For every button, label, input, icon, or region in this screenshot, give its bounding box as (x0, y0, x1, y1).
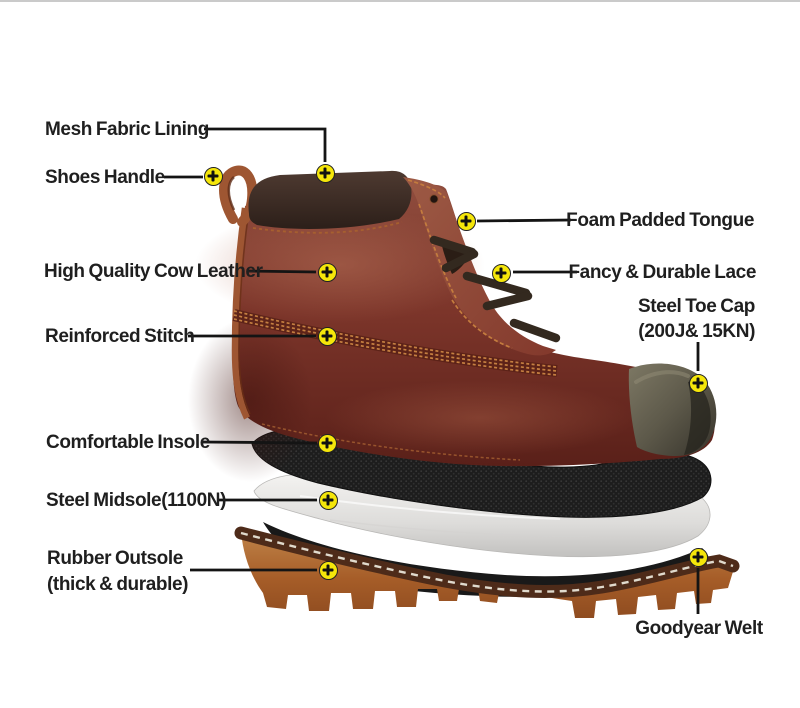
label-reinforced-stitch: Reinforced Stitch (45, 326, 195, 347)
plus-icon (207, 170, 219, 182)
marker-steel-midsole[interactable] (318, 490, 338, 510)
label-rubber-outsole-line2: (thick & durable) (47, 574, 189, 595)
plus-icon (692, 377, 704, 389)
top-border-rule (0, 0, 800, 2)
label-rubber-outsole-line1: Rubber Outsole (47, 548, 183, 569)
label-goodyear-welt: Goodyear Welt (635, 618, 763, 639)
label-steel-toe-cap: Steel Toe Cap (200J& 15KN) (638, 294, 755, 344)
leader-mesh-fabric-lining (204, 127, 327, 162)
label-comfortable-insole: Comfortable Insole (46, 432, 210, 453)
label-foam-padded-tongue: Foam Padded Tongue (566, 210, 754, 231)
marker-foam-padded-tongue[interactable] (456, 211, 476, 231)
label-rubber-outsole: Rubber Outsole (thick & durable) (47, 546, 189, 598)
marker-fancy-durable-lace[interactable] (491, 263, 511, 283)
leader-lines (164, 127, 700, 614)
label-steel-toe-cap-line2: (200J& 15KN) (638, 321, 755, 342)
plus-icon (495, 267, 507, 279)
padded-collar (248, 170, 412, 234)
label-steel-midsole: Steel Midsole(1100N) (46, 490, 227, 511)
marker-reinforced-stitch[interactable] (317, 326, 337, 346)
marker-high-quality-cow-leather[interactable] (317, 262, 337, 282)
leader-cow-leather (247, 269, 317, 274)
label-steel-toe-cap-line1: Steel Toe Cap (637, 296, 755, 317)
welt-band (234, 526, 740, 599)
plus-icon (460, 215, 472, 227)
marker-rubber-outsole[interactable] (318, 560, 338, 580)
marker-shoes-handle[interactable] (203, 166, 223, 186)
plus-icon (322, 494, 334, 506)
plus-icon (321, 266, 333, 278)
leader-foam-padded-tongue (476, 218, 572, 223)
label-fancy-durable-lace: Fancy & Durable Lace (568, 262, 756, 283)
plus-icon (321, 437, 333, 449)
plus-icon (321, 330, 333, 342)
plus-icon (692, 551, 704, 563)
tongue-gap (441, 241, 470, 274)
steel-midsole-layer (253, 473, 711, 558)
marker-mesh-fabric-lining[interactable] (315, 163, 335, 183)
plus-icon (322, 564, 334, 576)
label-shoes-handle: Shoes Handle (45, 167, 165, 188)
outsole-layer (234, 526, 740, 618)
marker-steel-toe-cap[interactable] (688, 373, 708, 393)
reinforced-stitch-seam (232, 309, 558, 461)
shaft-trim (231, 207, 250, 420)
eyelet (429, 194, 439, 204)
label-mesh-fabric-lining: Mesh Fabric Lining (45, 119, 209, 140)
marker-goodyear-welt[interactable] (688, 547, 708, 567)
plus-icon (319, 167, 331, 179)
marker-comfortable-insole[interactable] (317, 433, 337, 453)
laces (429, 235, 561, 343)
pull-tab (219, 165, 258, 227)
quarter-panel (403, 177, 556, 356)
label-high-quality-cow-leather: High Quality Cow Leather (44, 261, 263, 282)
leader-comfortable-insole (202, 440, 318, 445)
